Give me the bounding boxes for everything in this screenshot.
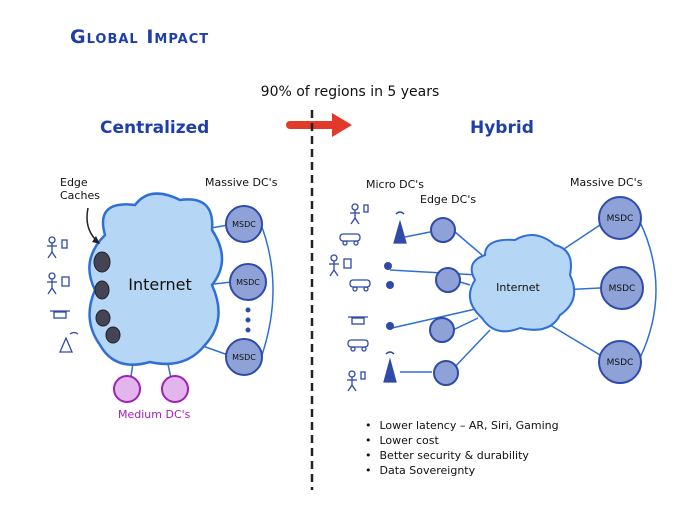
tower-icon xyxy=(383,351,397,383)
page-title: Global Impact xyxy=(70,26,210,48)
edge-dcs-label: Edge DC's xyxy=(420,193,477,206)
medium-dc-node-1 xyxy=(113,375,141,403)
msdc-node-left-2: MSDC xyxy=(229,263,267,301)
internet-cloud-left xyxy=(88,192,224,366)
person-icon xyxy=(347,370,366,392)
msdc-node-right-1: MSDC xyxy=(598,196,642,240)
tower-icon xyxy=(393,211,407,244)
edge-caches-label: Edge Caches xyxy=(60,176,100,202)
transition-arrow xyxy=(286,113,352,137)
micro-dc-node-2 xyxy=(386,281,394,289)
massive-dcs-label-left: Massive DC's xyxy=(205,176,278,189)
hybrid-heading: Hybrid xyxy=(470,118,534,138)
drone-icon xyxy=(50,310,70,319)
person-icon xyxy=(47,272,70,295)
car-icon xyxy=(339,233,361,246)
list-item: Data Sovereignty xyxy=(365,463,559,478)
msdc-node-left-1: MSDC xyxy=(225,205,263,243)
medium-dc-node-2 xyxy=(161,375,189,403)
medium-dcs-label: Medium DC's xyxy=(118,408,191,421)
internet-label-left: Internet xyxy=(128,275,192,294)
edge-cache-1 xyxy=(93,251,111,273)
drone-icon xyxy=(348,316,368,325)
edge-cache-3 xyxy=(95,309,111,327)
edge-dc-node-1 xyxy=(430,217,456,243)
msdc-label: MSDC xyxy=(607,214,634,224)
edge-dc-node-3 xyxy=(429,317,455,343)
internet-cloud-right xyxy=(468,234,576,333)
benefits-list: Lower latency – AR, Siri, Gaming Lower c… xyxy=(365,418,559,478)
msdc-label: MSDC xyxy=(232,220,256,229)
list-item: Lower cost xyxy=(365,433,559,448)
tower-icon xyxy=(59,331,79,353)
msdc-label: MSDC xyxy=(609,284,636,294)
msdc-node-right-2: MSDC xyxy=(600,266,644,310)
msdc-node-right-3: MSDC xyxy=(598,340,642,384)
list-item: Better security & durability xyxy=(365,448,559,463)
micro-dc-node-3 xyxy=(386,322,394,330)
person-icon xyxy=(329,254,352,277)
msdc-label: MSDC xyxy=(607,358,634,368)
internet-label-right: Internet xyxy=(496,281,540,294)
edge-cache-2 xyxy=(94,280,110,300)
list-item: Lower latency – AR, Siri, Gaming xyxy=(365,418,559,433)
person-icon xyxy=(47,236,68,259)
micro-dcs-label: Micro DC's xyxy=(366,178,425,191)
msdc-dots xyxy=(245,307,251,333)
car-icon xyxy=(349,279,371,292)
person-icon xyxy=(350,203,369,225)
msdc-node-left-3: MSDC xyxy=(225,338,263,376)
edge-dc-node-2 xyxy=(435,267,461,293)
msdc-label: MSDC xyxy=(232,353,256,362)
subtitle: 90% of regions in 5 years xyxy=(260,84,440,100)
edge-cache-4 xyxy=(105,326,121,344)
device-icons-right xyxy=(329,203,371,392)
centralized-heading: Centralized xyxy=(100,118,210,138)
edge-dc-node-4 xyxy=(433,360,459,386)
device-icons-left xyxy=(47,236,79,353)
micro-dc-node-1 xyxy=(384,262,392,270)
massive-dcs-label-right: Massive DC's xyxy=(570,176,643,189)
msdc-label: MSDC xyxy=(236,278,260,287)
car-icon xyxy=(347,339,369,352)
